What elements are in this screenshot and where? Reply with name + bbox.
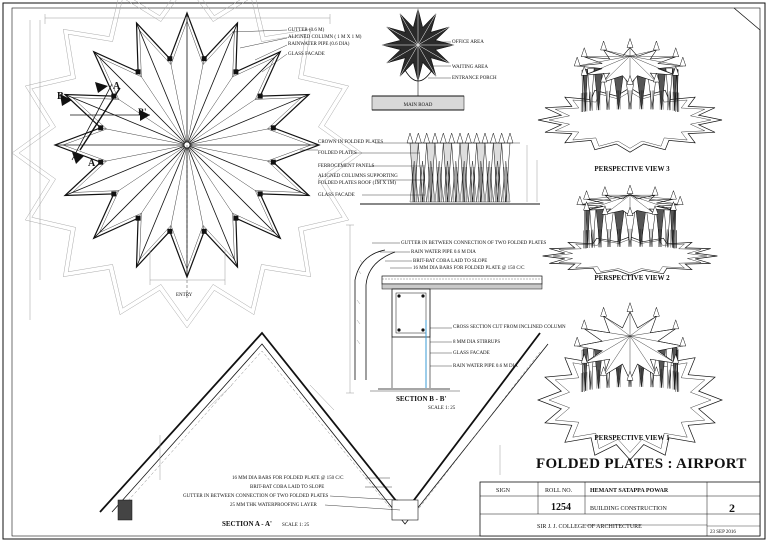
bb-pipe-2: RAIN WATER PIPE 0.6 M DIA bbox=[453, 364, 518, 369]
aa-bars: 16 MM DIA BARS FOR FOLDED PLATE @ 150 C/… bbox=[232, 476, 344, 481]
elev-crown: CROWN IN FOLDED PLATES bbox=[318, 140, 383, 145]
plan-note-pipe: RAINWATER PIPE (0.6 DIA) bbox=[288, 42, 350, 47]
site-porch-label: ENTRANCE PORCH bbox=[452, 76, 497, 81]
section-bb-drawing bbox=[346, 224, 543, 394]
corner-fold bbox=[733, 7, 761, 536]
perspective-2-label: PERSPECTIVE VIEW 2 bbox=[594, 274, 670, 282]
perspective-view-3 bbox=[537, 37, 723, 153]
bb-cross: CROSS SECTION CUT FROM INCLINED COLUMN bbox=[453, 325, 566, 330]
bb-scale: SCALE 1: 25 bbox=[428, 406, 456, 411]
aa-coba: BRIT-BAT COBA LAID TO SLOPE bbox=[250, 485, 324, 490]
student-name: HEMANT SATAPPA POWAR bbox=[590, 488, 669, 494]
perspective-view-2 bbox=[542, 184, 718, 276]
entry-label: ENTRY bbox=[176, 293, 193, 298]
perspective-view-1 bbox=[537, 301, 723, 461]
sign-label: SIGN bbox=[496, 488, 511, 494]
elev-columns: ALIGNED COLUMNS SUPPORTING bbox=[318, 174, 398, 179]
sheet-date: 23 SEP 2016 bbox=[710, 530, 736, 535]
plan-note-column: ALIGNED COLUMN ( 1 M X 1 M) bbox=[288, 35, 362, 40]
bb-stirrups: 8 MM DIA STIRRUPS bbox=[453, 340, 500, 345]
elevation-leaders bbox=[300, 142, 520, 196]
aa-title: SECTION A - A' bbox=[222, 520, 272, 528]
perspective-3-label: PERSPECTIVE VIEW 3 bbox=[594, 165, 670, 173]
plan-note-gutter: GUTTER (0.6 M) bbox=[288, 28, 325, 33]
plan-dimensions bbox=[29, 14, 331, 320]
sheet-title: FOLDED PLATES : AIRPORT bbox=[536, 456, 747, 472]
bb-coba: BRIT-BAT COBA LAID TO SLOPE bbox=[413, 259, 487, 264]
site-office-label: OFFICE AREA bbox=[452, 40, 484, 45]
aa-waterproof: 25 MM THK WATERPROOFING LAYER bbox=[230, 503, 318, 508]
elev-ferro: FERROCEMENT PANELS bbox=[318, 164, 374, 169]
plan-note-glass: GLASS FACADE bbox=[288, 52, 325, 57]
mark-a-lower: A bbox=[88, 158, 96, 169]
elev-folded: FOLDED PLATES bbox=[318, 151, 357, 156]
plan-annotation-leaders bbox=[231, 29, 288, 73]
main-road bbox=[371, 95, 465, 111]
mark-a: A bbox=[113, 81, 121, 92]
section-cut-line bbox=[60, 82, 150, 164]
mark-b: B bbox=[57, 91, 64, 102]
elev-glass: GLASS FACADE bbox=[318, 193, 355, 198]
bb-pipe: RAIN WATER PIPE 0.6 M DIA bbox=[411, 250, 476, 255]
elev-columns-2: FOLDED PLATES ROOF (1M X 1M) bbox=[318, 181, 396, 186]
road-label: MAIN ROAD bbox=[404, 103, 433, 108]
bb-title: SECTION B - B' bbox=[396, 395, 446, 403]
college-name: SIR J. J. COLLEGE OF ARCHITECTURE bbox=[537, 524, 642, 530]
site-waiting-label: WAITING AREA bbox=[452, 65, 488, 70]
roll-label: ROLL NO. bbox=[545, 488, 573, 494]
site-leaders bbox=[428, 41, 451, 79]
sheet-number: 2 bbox=[729, 501, 735, 515]
perspective-1-label: PERSPECTIVE VIEW 1 bbox=[594, 434, 670, 442]
aa-gutter: GUTTER IN BETWEEN CONNECTION OF TWO FOLD… bbox=[183, 494, 329, 499]
bb-glass: GLASS FACADE bbox=[453, 351, 490, 356]
elevation-view bbox=[360, 132, 540, 205]
section-aa-drawing bbox=[99, 331, 549, 525]
roll-number: 1254 bbox=[551, 502, 571, 513]
plan-view bbox=[11, 0, 363, 329]
title-block bbox=[479, 481, 761, 537]
bb-gutter: GUTTER IN BETWEEN CONNECTION OF TWO FOLD… bbox=[401, 241, 547, 246]
aa-scale: SCALE 1: 25 bbox=[282, 523, 310, 528]
bb-bars: 16 MM DIA BARS FOR FOLDED PLATE @ 150 C/… bbox=[413, 266, 525, 271]
subject: BUILDING CONSTRUCTION bbox=[590, 506, 667, 512]
site-plan bbox=[381, 8, 455, 96]
mark-b-prime: B' bbox=[138, 107, 147, 117]
